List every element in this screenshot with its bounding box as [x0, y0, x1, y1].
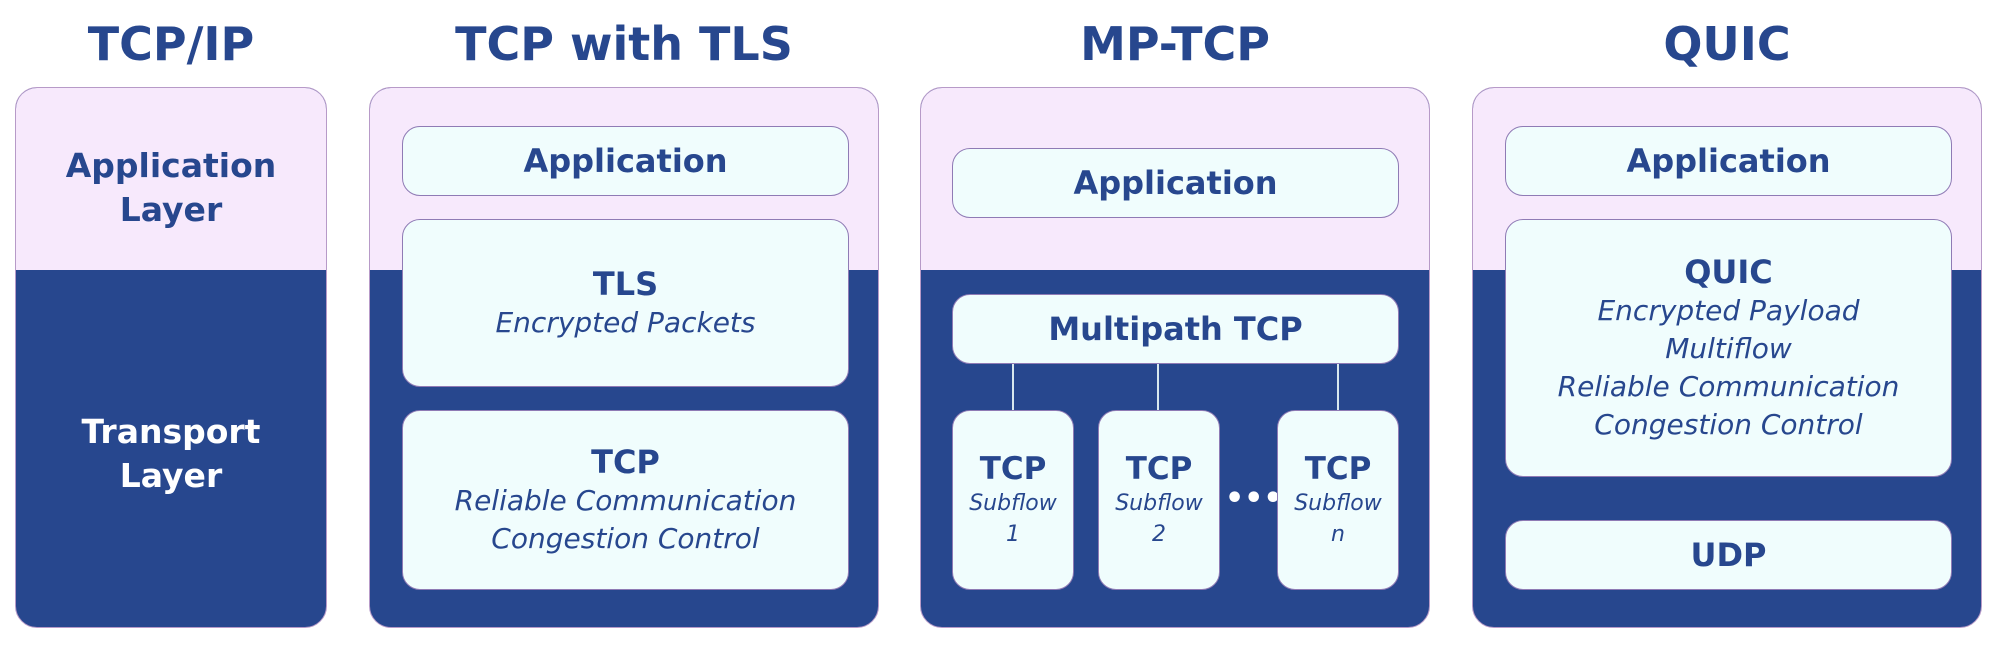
quic-title: QUIC: [1684, 253, 1773, 291]
mp-tcp-stack: Application Multipath TCP TCP Subflow 1 …: [920, 87, 1430, 628]
subflow-box-2: TCP Subflow 2: [1098, 410, 1220, 590]
connector-line: [1012, 364, 1014, 410]
connector-line: [1337, 364, 1339, 410]
tls-desc: Encrypted Packets: [495, 306, 756, 339]
tcp-with-tls-stack: Application TLS Encrypted Packets TCP Re…: [369, 87, 879, 628]
title-tcp-with-tls: TCP with TLS: [455, 17, 793, 71]
quic-stack: Application QUIC Encrypted Payload Multi…: [1472, 87, 1982, 628]
subflow-box-n: TCP Subflow n: [1277, 410, 1399, 590]
multipath-tcp-box: Multipath TCP: [952, 294, 1399, 364]
tcp-ip-stack: Application Layer Transport Layer: [15, 87, 327, 628]
tcp-title: TCP: [591, 443, 660, 481]
transport-layer-label: Transport Layer: [81, 412, 261, 495]
application-layer-band: [16, 88, 326, 270]
subflow-ellipsis: •••: [1225, 481, 1283, 516]
udp-box: UDP: [1505, 520, 1952, 590]
application-layer-label: Application Layer: [65, 146, 277, 229]
connector-line: [1157, 364, 1159, 410]
tcp-desc-1: Reliable Communication: [454, 484, 797, 517]
application-box: Application: [402, 126, 849, 196]
title-tcp-ip: TCP/IP: [87, 17, 255, 71]
tcp-desc-2: Congestion Control: [491, 522, 760, 555]
quic-box: QUIC Encrypted Payload Multiflow Reliabl…: [1505, 219, 1952, 477]
tcp-box: TCP Reliable Communication Congestion Co…: [402, 410, 849, 590]
application-box: Application: [952, 148, 1399, 218]
subflow-box-1: TCP Subflow 1: [952, 410, 1074, 590]
title-mp-tcp: MP-TCP: [1080, 17, 1270, 71]
tls-title: TLS: [592, 265, 659, 303]
application-box: Application: [1505, 126, 1952, 196]
title-quic: QUIC: [1663, 17, 1791, 71]
tls-box: TLS Encrypted Packets: [402, 219, 849, 387]
